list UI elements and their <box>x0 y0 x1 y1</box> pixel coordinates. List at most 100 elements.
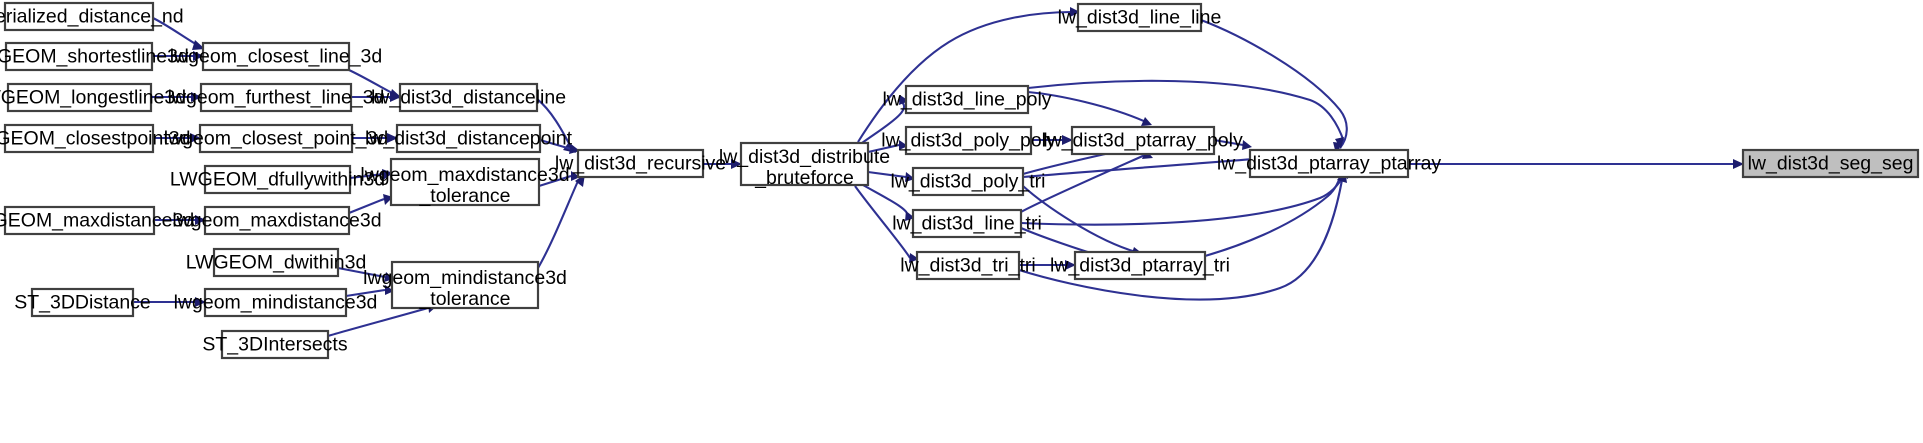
node-LWGEOM_maxdistance3d[interactable]: LWGEOM_maxdistance3d <box>0 205 194 236</box>
node-ST_3DIntersects[interactable]: ST_3DIntersects <box>202 329 348 360</box>
node-lwgeom_maxdistance3d[interactable]: lwgeom_maxdistance3d <box>172 205 382 236</box>
node-box[interactable] <box>389 157 541 207</box>
node-box[interactable] <box>1248 148 1410 179</box>
arrowhead-icon <box>899 140 908 150</box>
arrowhead-icon <box>731 159 742 169</box>
node-box[interactable] <box>6 82 153 113</box>
node-box[interactable] <box>3 1 155 32</box>
edge-line <box>857 10 1073 143</box>
node-lw_dist3d_recursive[interactable]: lw_dist3d_recursive <box>555 148 726 179</box>
node-box[interactable] <box>390 260 540 310</box>
node-lw_dist3d_ptarray_tri[interactable]: lw_dist3d_ptarray_tri <box>1050 250 1230 281</box>
edge-gserialized_distance_nd-to-lwgeom_closest_line_3d <box>152 17 205 50</box>
node-LWGEOM_dwithin3d[interactable]: LWGEOM_dwithin3d <box>186 247 367 278</box>
node-lw_dist3d_seg_seg[interactable]: lw_dist3d_seg_seg <box>1741 148 1920 179</box>
node-LWGEOM_longestline3d[interactable]: LWGEOM_longestline3d <box>0 82 186 113</box>
arrowhead-icon <box>1242 140 1252 150</box>
arrowhead-icon <box>909 253 919 263</box>
edge-line <box>1018 179 1344 301</box>
node-lwgeom_mindistance3d_tolerance[interactable]: lwgeom_mindistance3d_tolerance <box>363 260 567 310</box>
node-box[interactable] <box>212 247 340 278</box>
node-box[interactable] <box>203 287 348 318</box>
node-label: lw_dist3d_line_line <box>1058 7 1222 29</box>
node-label: ST_3DIntersects <box>202 334 347 356</box>
node-box[interactable] <box>203 164 352 195</box>
node-box[interactable] <box>739 141 870 187</box>
node-box[interactable] <box>911 166 1025 197</box>
node-box[interactable] <box>199 82 353 113</box>
node-lw_dist3d_ptarray_ptarray[interactable]: lw_dist3d_ptarray_ptarray <box>1217 148 1442 179</box>
edge-LWGEOM_longestline3d-to-lwgeom_furthest_line_3d <box>151 92 202 102</box>
node-box[interactable] <box>30 287 135 318</box>
node-box[interactable] <box>395 123 542 154</box>
node-label: lw_dist3d_seg_seg <box>1748 153 1914 175</box>
node-box[interactable] <box>1070 125 1216 156</box>
node-lwgeom_mindistance3d[interactable]: lwgeom_mindistance3d <box>174 287 378 318</box>
node-lw_dist3d_line_line[interactable]: lw_dist3d_line_line <box>1058 2 1222 33</box>
arrowhead-icon <box>1065 260 1076 270</box>
node-box[interactable] <box>1076 2 1203 33</box>
node-lwgeom_furthest_line_3d[interactable]: lwgeom_furthest_line_3d <box>168 82 385 113</box>
node-label: LWGEOM_dwithin3d <box>186 252 367 274</box>
node-ST_3DDistance[interactable]: ST_3DDistance <box>14 287 151 318</box>
node-box[interactable] <box>3 123 155 154</box>
node-box[interactable] <box>201 41 351 72</box>
node-box[interactable] <box>911 208 1023 239</box>
node-lwgeom_closest_point_3d[interactable]: lwgeom_closest_point_3d <box>164 123 388 154</box>
edge-lwgeom_closest_point_3d-to-lw_dist3d_distancepoint <box>352 133 398 143</box>
edge-LWGEOM_closestpoint3d-to-lwgeom_closest_point_3d <box>153 133 201 143</box>
node-lw_dist3d_distancepoint[interactable]: lw_dist3d_distancepoint <box>365 123 573 154</box>
node-box[interactable] <box>203 205 351 236</box>
node-LWGEOM_closestpoint3d[interactable]: LWGEOM_closestpoint3d <box>0 123 190 154</box>
node-label: LWGEOM_maxdistance3d <box>0 210 194 232</box>
node-lw_dist3d_line_tri[interactable]: lw_dist3d_line_tri <box>892 208 1042 239</box>
node-label: lwgeom_mindistance3d <box>174 292 378 314</box>
edge-line <box>345 288 386 298</box>
node-label-line1: lwgeom_maxdistance3d <box>360 164 569 186</box>
edge-lwgeom_mindistance3d-to-lwgeom_mindistance3d_tolerance <box>345 285 394 298</box>
node-box[interactable] <box>3 205 156 236</box>
arrowhead-icon <box>195 215 206 225</box>
node-LWGEOM_shortestline3d[interactable]: LWGEOM_shortestline3d <box>0 41 189 72</box>
node-lw_dist3d_line_poly[interactable]: lw_dist3d_line_poly <box>882 84 1052 115</box>
node-LWGEOM_dfullywithin3d[interactable]: LWGEOM_dfullywithin3d <box>170 164 385 195</box>
node-lw_dist3d_ptarray_poly[interactable]: lw_dist3d_ptarray_poly <box>1043 125 1243 156</box>
node-lw_dist3d_poly_poly[interactable]: lw_dist3d_poly_poly <box>881 125 1056 156</box>
edge-lwgeom_maxdistance3d_tolerance-to-lw_dist3d_recursive <box>538 171 580 188</box>
node-label: lw_dist3d_tri_tri <box>900 255 1035 277</box>
node-box[interactable] <box>4 41 154 72</box>
node-box[interactable] <box>198 123 354 154</box>
node-box[interactable] <box>576 148 705 179</box>
node-label: lw_dist3d_distancepoint <box>365 128 573 150</box>
node-lwgeom_closest_line_3d[interactable]: lwgeom_closest_line_3d <box>170 41 382 72</box>
node-box[interactable] <box>1073 250 1207 281</box>
arrowhead-icon <box>385 285 394 295</box>
arrowhead-icon <box>571 171 580 181</box>
node-lwgeom_maxdistance3d_tolerance[interactable]: lwgeom_maxdistance3d_tolerance <box>360 157 570 207</box>
node-box[interactable] <box>398 82 539 113</box>
edge-lw_dist3d_tri_tri-to-lw_dist3d_ptarray_tri <box>1019 260 1076 270</box>
edge-line <box>1213 138 1244 147</box>
node-label-line2: _bruteforce <box>754 167 854 189</box>
node-lw_dist3d_poly_tri[interactable]: lw_dist3d_poly_tri <box>890 166 1046 197</box>
arrowhead-icon <box>195 297 206 307</box>
edge-line <box>867 143 900 154</box>
node-gserialized_distance_nd[interactable]: gserialized_distance_nd <box>0 1 184 32</box>
node-lw_dist3d_distribute_bruteforce[interactable]: lw_dist3d_distribute_bruteforce <box>719 141 890 189</box>
edge-lw_dist3d_recursive-to-lw_dist3d_distribute_bruteforce <box>703 159 742 169</box>
node-box[interactable] <box>220 329 330 360</box>
node-box[interactable] <box>904 84 1030 115</box>
arrowhead-icon <box>899 95 909 105</box>
edge-line <box>1022 185 1137 254</box>
edge-line <box>348 198 385 214</box>
arrowhead-icon <box>192 40 205 50</box>
node-box[interactable] <box>915 250 1021 281</box>
edge-line <box>538 174 572 188</box>
node-box[interactable] <box>904 125 1033 156</box>
node-box[interactable] <box>1741 148 1920 179</box>
node-lw_dist3d_distanceline[interactable]: lw_dist3d_distanceline <box>371 82 566 113</box>
node-lw_dist3d_tri_tri[interactable]: lw_dist3d_tri_tri <box>900 250 1036 281</box>
edge-lw_dist3d_distribute_bruteforce-to-lw_dist3d_line_line <box>857 7 1080 143</box>
node-label-line2: _tolerance <box>418 185 510 207</box>
edge-line <box>1200 19 1348 149</box>
